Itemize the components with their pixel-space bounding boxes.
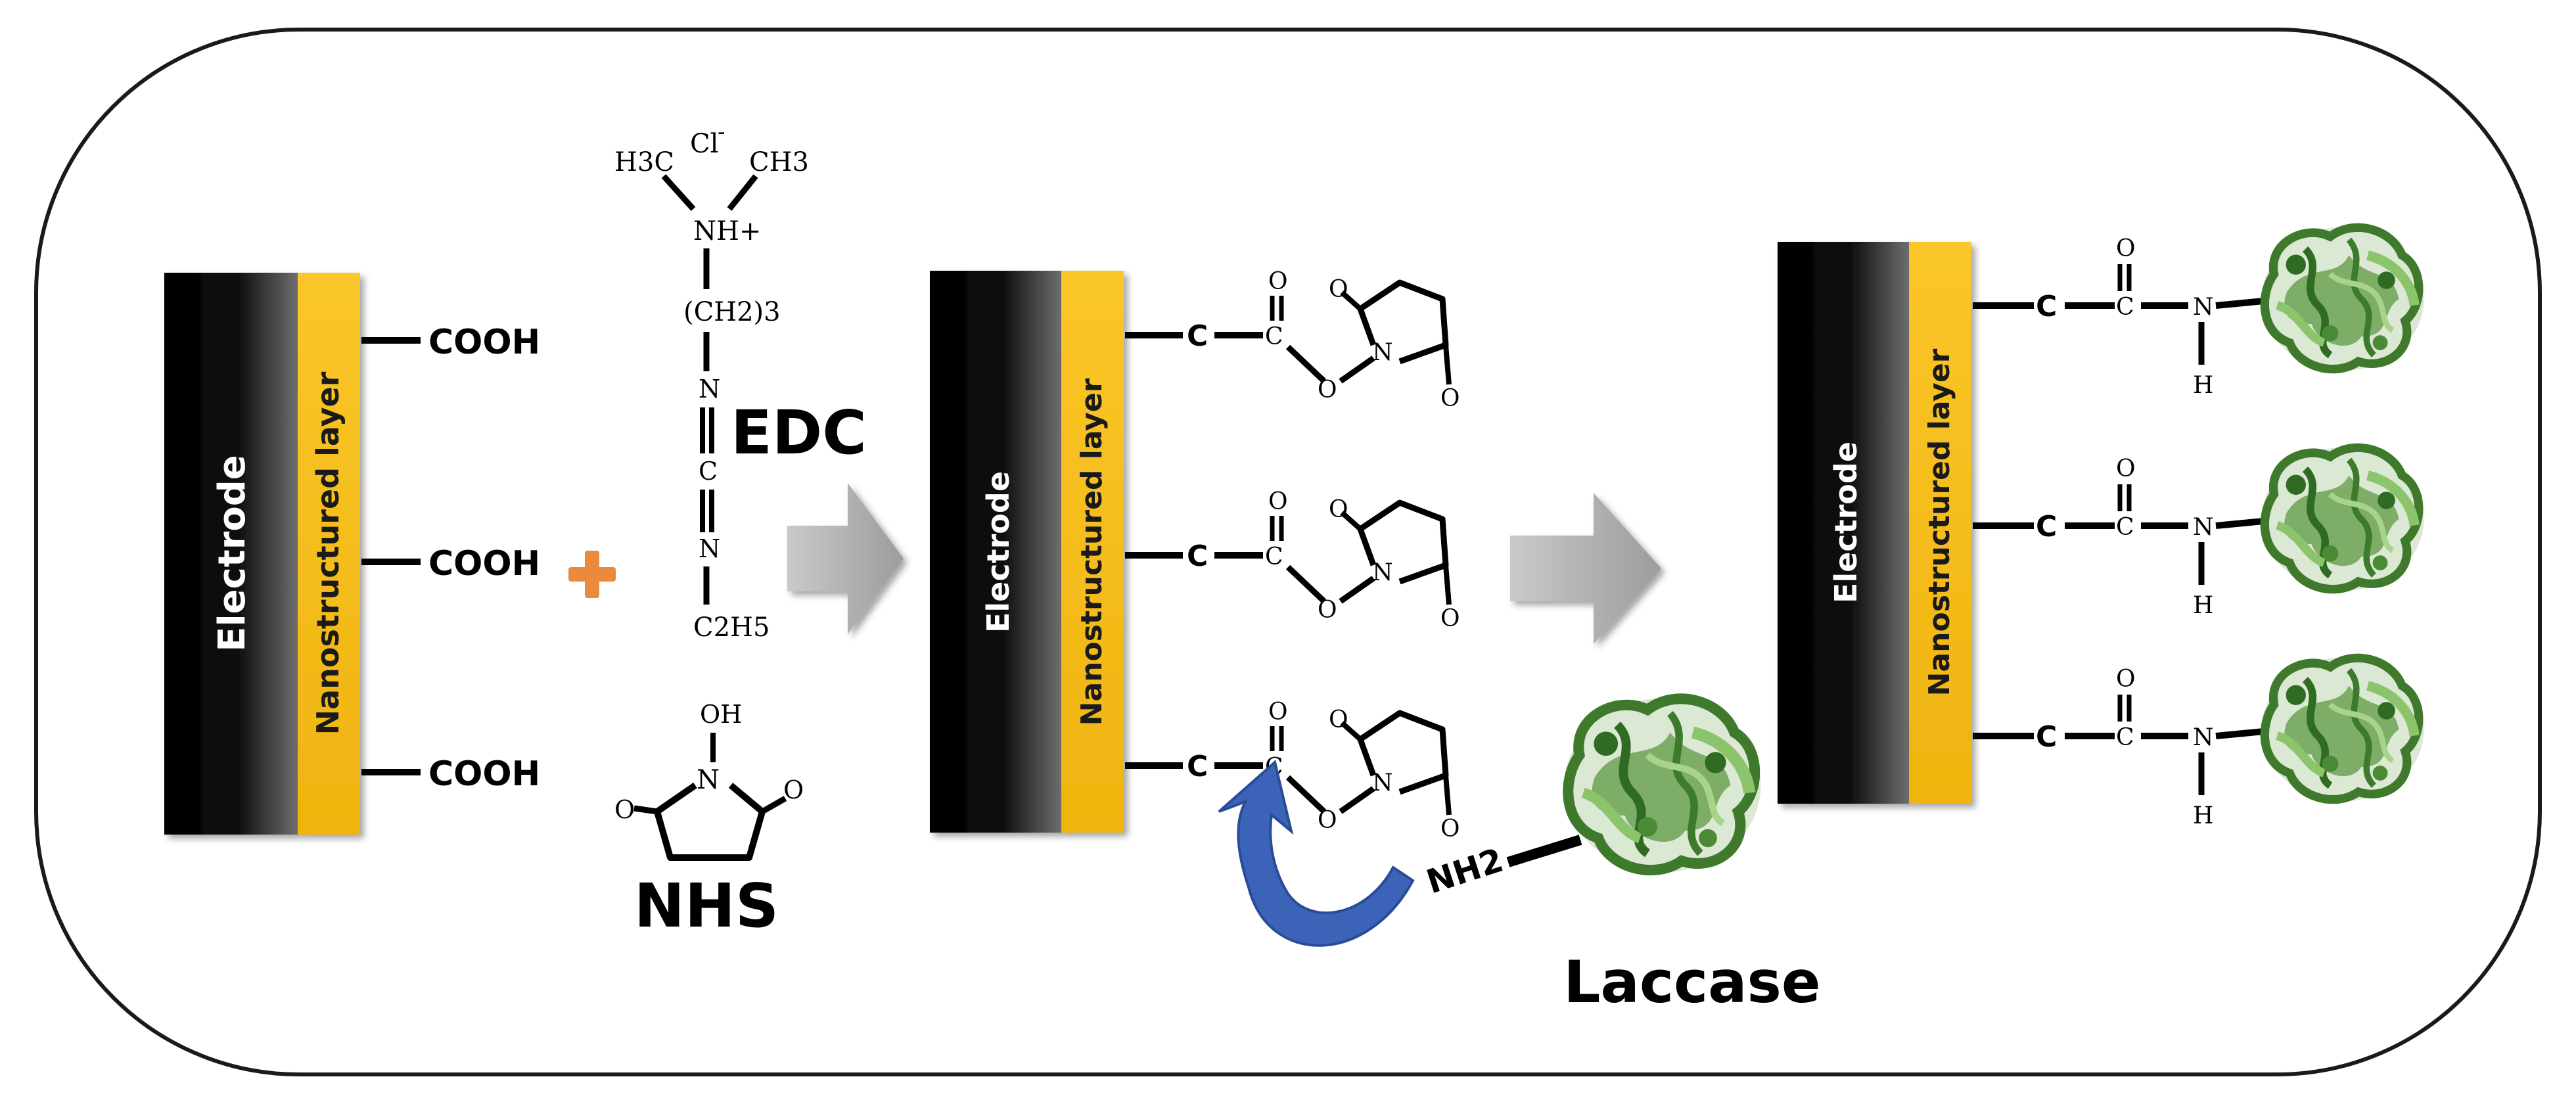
electrode-block bbox=[1778, 242, 1909, 804]
nhs-ester-group: C C O O N O O bbox=[1125, 268, 1460, 412]
amide-nitrogen: N bbox=[2193, 724, 2214, 751]
cooh-group: COOH bbox=[428, 323, 540, 362]
nhs-structure: OH N O O NHS bbox=[614, 700, 804, 941]
edc-methyl-left: H3C bbox=[614, 147, 674, 177]
laccase-protein-icon bbox=[1565, 699, 1761, 873]
plus-icon bbox=[568, 551, 616, 598]
nhs-ester-group: C C O O N O O bbox=[1125, 699, 1460, 842]
ester-carbonyl-oxygen: O bbox=[1268, 488, 1288, 515]
edc-nitrogen-2: N bbox=[699, 534, 720, 563]
laccase-protein-icon bbox=[2262, 227, 2424, 371]
edc-chloride: Cl bbox=[690, 129, 718, 159]
reaction-arrow-1 bbox=[787, 483, 904, 634]
ester-oxygen: O bbox=[1318, 597, 1337, 624]
nhs-ester-group: C C O O N O O bbox=[1125, 488, 1460, 632]
ester-carbonyl-carbon: C bbox=[1265, 543, 1283, 570]
amide-hydrogen: H bbox=[2193, 372, 2213, 399]
amide-carbonyl-carbon: C bbox=[2116, 724, 2134, 751]
succinimide-oxygen: O bbox=[1329, 496, 1348, 523]
amide-hydrogen: H bbox=[2193, 592, 2213, 619]
electrode-label: Electrode bbox=[980, 471, 1016, 633]
cooh-group: COOH bbox=[428, 544, 540, 584]
panel-1-carboxylated-electrode: Electrode Nanostructured layer COOH COOH… bbox=[164, 273, 540, 835]
ester-carbonyl-oxygen: O bbox=[1268, 699, 1288, 725]
nanostructured-layer-label: Nanostructured layer bbox=[1923, 348, 1956, 696]
amide-nitrogen: N bbox=[2193, 294, 2214, 321]
amide-linked-laccase: C C O N H bbox=[1973, 227, 2424, 399]
amide-carbonyl-carbon: C bbox=[2116, 294, 2134, 321]
amide-linked-laccase: C C O N H bbox=[1973, 448, 2424, 619]
amide-carbonyl-carbon: C bbox=[2116, 514, 2134, 541]
nhs-oxygen-left: O bbox=[614, 795, 635, 824]
edc-methyl-right: CH3 bbox=[749, 147, 809, 177]
nanostructured-layer-block bbox=[298, 273, 360, 835]
edc-carbon: C bbox=[699, 457, 718, 486]
nanostructured-layer-label: Nanostructured layer bbox=[310, 371, 346, 735]
cooh-group: COOH bbox=[428, 754, 540, 794]
panel-3-laccase-immobilized-electrode: Electrode Nanostructured layer C C O N H… bbox=[1778, 227, 2424, 829]
succinimide-oxygen: O bbox=[1329, 706, 1348, 733]
nhs-label: NHS bbox=[634, 871, 779, 941]
edc-nitrogen-1: N bbox=[699, 375, 720, 403]
amide-linked-laccase: C C O N H bbox=[1973, 658, 2424, 829]
amide-oxygen: O bbox=[2116, 455, 2136, 482]
electrode-label: Electrode bbox=[1828, 442, 1864, 603]
panel-2-nhs-activated-electrode: Electrode Nanostructured layer C C O O N… bbox=[930, 268, 1460, 842]
ester-oxygen: O bbox=[1318, 807, 1337, 834]
edc-ammonium: NH+ bbox=[693, 216, 761, 246]
succinimide-oxygen: O bbox=[1440, 605, 1460, 632]
ester-carbon-alpha: C bbox=[1187, 540, 1208, 573]
nanostructured-layer-label: Nanostructured layer bbox=[1075, 378, 1109, 725]
laccase-label: Laccase bbox=[1563, 948, 1820, 1016]
amide-oxygen: O bbox=[2116, 666, 2136, 693]
amide-nitrogen: N bbox=[2193, 514, 2214, 541]
electrode-block bbox=[930, 271, 1061, 833]
ester-carbonyl-oxygen: O bbox=[1268, 268, 1288, 295]
nanostructured-layer-block bbox=[1061, 271, 1124, 833]
edc-label: EDC bbox=[731, 398, 867, 468]
edc-ethyl: C2H5 bbox=[693, 612, 770, 643]
nhs-nitrogen: N bbox=[697, 765, 720, 795]
succinimide-oxygen: O bbox=[1440, 816, 1460, 842]
amide-carbon-alpha: C bbox=[2036, 290, 2057, 323]
amide-hydrogen: H bbox=[2193, 802, 2213, 829]
electrode-label: Electrode bbox=[211, 455, 254, 652]
nhs-hydroxyl: OH bbox=[700, 700, 742, 729]
electrode-block bbox=[164, 273, 298, 835]
ester-carbonyl-carbon: C bbox=[1265, 323, 1283, 350]
reaction-arrow-2 bbox=[1510, 493, 1661, 644]
succinimide-oxygen: O bbox=[1329, 276, 1348, 303]
ester-carbon-alpha: C bbox=[1187, 319, 1208, 353]
amide-carbon-alpha: C bbox=[2036, 510, 2057, 543]
edc-structure: H3C Cl - CH3 NH+ (CH2)3 N C N C2H5 EDC bbox=[614, 119, 867, 643]
edc-propyl: (CH2)3 bbox=[683, 297, 781, 327]
edc-chloride-charge: - bbox=[718, 119, 725, 145]
nucleophilic-attack-arrow bbox=[1218, 760, 1415, 947]
amide-oxygen: O bbox=[2116, 235, 2136, 262]
ester-oxygen: O bbox=[1318, 377, 1337, 403]
ester-carbon-alpha: C bbox=[1187, 750, 1208, 783]
nanostructured-layer-block bbox=[1909, 242, 1971, 804]
laccase-protein-icon bbox=[2262, 448, 2424, 591]
succinimide-oxygen: O bbox=[1440, 385, 1460, 412]
laccase-protein-icon bbox=[2262, 658, 2424, 802]
nhs-oxygen-right: O bbox=[783, 775, 804, 804]
amide-carbon-alpha: C bbox=[2036, 720, 2057, 754]
